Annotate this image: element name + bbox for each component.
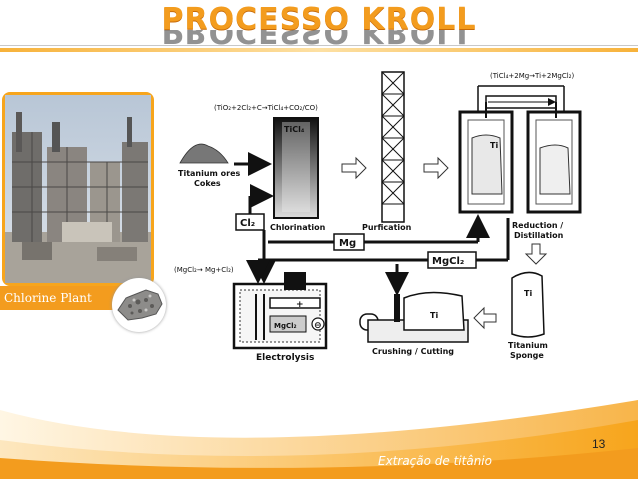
mgcl2-box-label: MgCl₂ [432, 256, 464, 267]
reduction-label-2: Distillation [514, 231, 564, 240]
ore-pile [179, 143, 229, 164]
footer-title: Extração de titânio [378, 454, 492, 468]
chlorine-plant-photo-frame [2, 92, 154, 286]
titanium-sponge [511, 271, 545, 338]
photo-caption: Chlorine Plant [4, 291, 92, 305]
equation-electrolysis: (MgCl₂→ Mg+Cl₂) [174, 266, 234, 274]
titanium-sponge-photo [112, 278, 166, 332]
reduction-vessels [458, 85, 582, 214]
electrolysis-mgcl2-label: MgCl₂ [274, 322, 297, 330]
cl2-box-label: Cl₂ [240, 218, 255, 229]
kroll-process-diagram: (TiO₂+2Cl₂+C→TiCl₄+CO₂/CO) (TiCl₄+2Mg→Ti… [174, 71, 582, 363]
chlorination-label: Chlorination [270, 223, 326, 232]
crushing-label: Crushing / Cutting [372, 347, 454, 356]
equation-reduction: (TiCl₄+2Mg→Ti+2MgCl₂) [490, 72, 574, 80]
page-number: 13 [592, 437, 606, 451]
arrow-to-purification [341, 156, 367, 180]
purification-column [381, 71, 405, 223]
electrolysis-label: Electrolysis [256, 353, 314, 363]
slide-title: PROCESSO KROLL [161, 2, 477, 37]
arrow-to-sponge [524, 243, 548, 265]
crushing-machine [359, 264, 469, 343]
title-underline [0, 45, 638, 46]
ticl4-label: TiCl₄ [284, 125, 305, 134]
chlorine-plant-photo [5, 95, 151, 283]
title-area: PROCESSO KROLL PROCESSO KROLL [0, 0, 638, 62]
crushing-ti-label: Ti [430, 311, 438, 320]
chlorinator-vessel [273, 117, 319, 219]
footer-swoosh [0, 400, 638, 479]
reduction-ti-label: Ti [490, 141, 498, 150]
electrolysis-cell [232, 272, 328, 350]
purification-label: Purfication [362, 223, 412, 232]
sponge-ti-label: Ti [524, 289, 532, 298]
mg-box-label: Mg [339, 238, 356, 249]
electrolysis-minus: ⊖ [314, 321, 322, 331]
arrow-to-reduction [423, 156, 449, 180]
photo-caption-bar [0, 286, 130, 310]
top-stripe [0, 48, 638, 52]
sponge-label-1: Titanium [508, 341, 548, 350]
electrolysis-plus: + [296, 300, 304, 310]
reduction-label-1: Reduction / [512, 221, 563, 230]
arrow-to-crushing [473, 306, 497, 330]
slide-title-reflection: PROCESSO KROLL [0, 30, 638, 46]
sponge-label-2: Sponge [510, 351, 544, 360]
equation-chlorination: (TiO₂+2Cl₂+C→TiCl₄+CO₂/CO) [214, 104, 318, 112]
ores-label-2: Cokes [194, 179, 221, 188]
ores-label-1: Titanium ores [178, 169, 241, 178]
